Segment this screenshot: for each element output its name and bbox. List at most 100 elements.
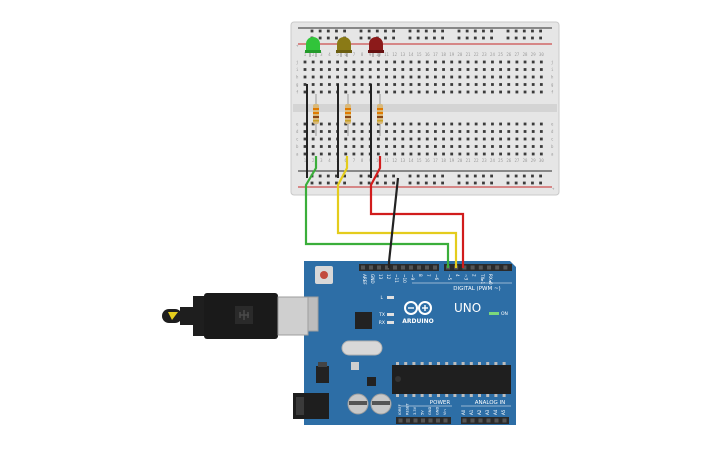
breadboard-hole[interactable] bbox=[499, 60, 502, 64]
breadboard-hole[interactable] bbox=[328, 137, 331, 141]
breadboard-hole[interactable] bbox=[311, 75, 315, 79]
rail-hole[interactable] bbox=[506, 181, 510, 185]
header-pin[interactable] bbox=[393, 265, 397, 270]
rail-hole[interactable] bbox=[359, 36, 363, 40]
breadboard-hole[interactable] bbox=[376, 68, 380, 71]
breadboard-hole[interactable] bbox=[466, 75, 470, 79]
breadboard-hole[interactable] bbox=[523, 90, 527, 94]
rail-hole[interactable] bbox=[457, 36, 461, 40]
breadboard-hole[interactable] bbox=[344, 60, 348, 64]
breadboard-hole[interactable] bbox=[499, 130, 502, 133]
rail-hole[interactable] bbox=[531, 174, 534, 178]
breadboard-hole[interactable] bbox=[417, 152, 421, 156]
breadboard-hole[interactable] bbox=[425, 152, 429, 156]
rail-hole[interactable] bbox=[490, 29, 493, 33]
breadboard-hole[interactable] bbox=[385, 122, 388, 126]
breadboard-hole[interactable] bbox=[311, 68, 315, 71]
breadboard-hole[interactable] bbox=[376, 152, 380, 156]
breadboard-hole[interactable] bbox=[482, 130, 486, 133]
header-pin[interactable] bbox=[443, 418, 448, 423]
breadboard-hole[interactable] bbox=[344, 145, 348, 148]
breadboard-hole[interactable] bbox=[303, 152, 307, 156]
breadboard-hole[interactable] bbox=[303, 130, 307, 133]
breadboard-hole[interactable] bbox=[393, 75, 397, 79]
rail-hole[interactable] bbox=[473, 29, 477, 33]
breadboard-hole[interactable] bbox=[417, 130, 421, 133]
breadboard-hole[interactable] bbox=[319, 122, 323, 126]
rail-hole[interactable] bbox=[457, 174, 461, 178]
breadboard-hole[interactable] bbox=[434, 145, 437, 148]
rail-hole[interactable] bbox=[318, 181, 322, 185]
breadboard-hole[interactable] bbox=[376, 122, 380, 126]
rail-hole[interactable] bbox=[522, 174, 526, 178]
header-pin[interactable] bbox=[398, 418, 403, 423]
breadboard-hole[interactable] bbox=[474, 75, 478, 79]
rail-hole[interactable] bbox=[343, 181, 346, 185]
breadboard-hole[interactable] bbox=[352, 75, 356, 79]
header-pin[interactable] bbox=[487, 265, 491, 270]
header-pin[interactable] bbox=[421, 418, 425, 423]
breadboard-hole[interactable] bbox=[523, 145, 527, 148]
rail-hole[interactable] bbox=[514, 181, 518, 185]
rail-hole[interactable] bbox=[343, 174, 346, 178]
breadboard-hole[interactable] bbox=[531, 68, 535, 71]
breadboard-hole[interactable] bbox=[523, 60, 527, 64]
header-pin[interactable] bbox=[406, 418, 410, 423]
breadboard-hole[interactable] bbox=[319, 83, 323, 86]
breadboard-hole[interactable] bbox=[458, 83, 462, 86]
breadboard-hole[interactable] bbox=[539, 152, 543, 156]
breadboard-hole[interactable] bbox=[385, 68, 388, 71]
breadboard-hole[interactable] bbox=[531, 152, 535, 156]
breadboard-hole[interactable] bbox=[376, 60, 380, 64]
breadboard-hole[interactable] bbox=[482, 68, 486, 71]
header-pin[interactable] bbox=[409, 265, 413, 270]
breadboard-hole[interactable] bbox=[466, 68, 470, 71]
breadboard-hole[interactable] bbox=[458, 90, 462, 94]
breadboard-hole[interactable] bbox=[507, 83, 511, 86]
breadboard-hole[interactable] bbox=[531, 90, 535, 94]
breadboard-hole[interactable] bbox=[491, 68, 494, 71]
breadboard-hole[interactable] bbox=[425, 68, 429, 71]
breadboard-hole[interactable] bbox=[434, 60, 437, 64]
breadboard-hole[interactable] bbox=[360, 137, 364, 141]
breadboard-hole[interactable] bbox=[344, 90, 348, 94]
breadboard-hole[interactable] bbox=[368, 68, 372, 71]
breadboard-hole[interactable] bbox=[328, 122, 331, 126]
rail-hole[interactable] bbox=[490, 36, 493, 40]
breadboard-hole[interactable] bbox=[425, 130, 429, 133]
breadboard-hole[interactable] bbox=[417, 60, 421, 64]
breadboard-hole[interactable] bbox=[434, 90, 437, 94]
rail-hole[interactable] bbox=[367, 181, 371, 185]
breadboard-hole[interactable] bbox=[409, 137, 413, 141]
breadboard-hole[interactable] bbox=[401, 75, 405, 79]
breadboard-hole[interactable] bbox=[352, 90, 356, 94]
breadboard-hole[interactable] bbox=[360, 83, 364, 86]
breadboard-hole[interactable] bbox=[434, 122, 437, 126]
breadboard-hole[interactable] bbox=[442, 60, 445, 64]
rail-hole[interactable] bbox=[359, 174, 363, 178]
rail-hole[interactable] bbox=[433, 181, 436, 185]
rail-hole[interactable] bbox=[441, 29, 444, 33]
rail-hole[interactable] bbox=[408, 36, 412, 40]
breadboard-hole[interactable] bbox=[425, 90, 429, 94]
breadboard-hole[interactable] bbox=[531, 60, 535, 64]
breadboard[interactable]: + + jjiihhggffeeddccbbaa1122334455667788… bbox=[290, 21, 560, 196]
breadboard-hole[interactable] bbox=[466, 137, 470, 141]
breadboard-hole[interactable] bbox=[499, 152, 502, 156]
resistor-1[interactable] bbox=[313, 94, 319, 136]
header-pin[interactable] bbox=[425, 265, 429, 270]
rail-hole[interactable] bbox=[539, 36, 542, 40]
rail-hole[interactable] bbox=[441, 181, 444, 185]
rail-hole[interactable] bbox=[326, 181, 330, 185]
breadboard-hole[interactable] bbox=[319, 75, 323, 79]
breadboard-hole[interactable] bbox=[401, 68, 405, 71]
breadboard-hole[interactable] bbox=[385, 152, 388, 156]
header-pin[interactable] bbox=[385, 265, 389, 270]
breadboard-hole[interactable] bbox=[466, 130, 470, 133]
breadboard-hole[interactable] bbox=[401, 152, 405, 156]
breadboard-hole[interactable] bbox=[311, 122, 315, 126]
breadboard-hole[interactable] bbox=[531, 145, 535, 148]
breadboard-hole[interactable] bbox=[385, 83, 388, 86]
rail-hole[interactable] bbox=[326, 29, 330, 33]
breadboard-hole[interactable] bbox=[482, 137, 486, 141]
